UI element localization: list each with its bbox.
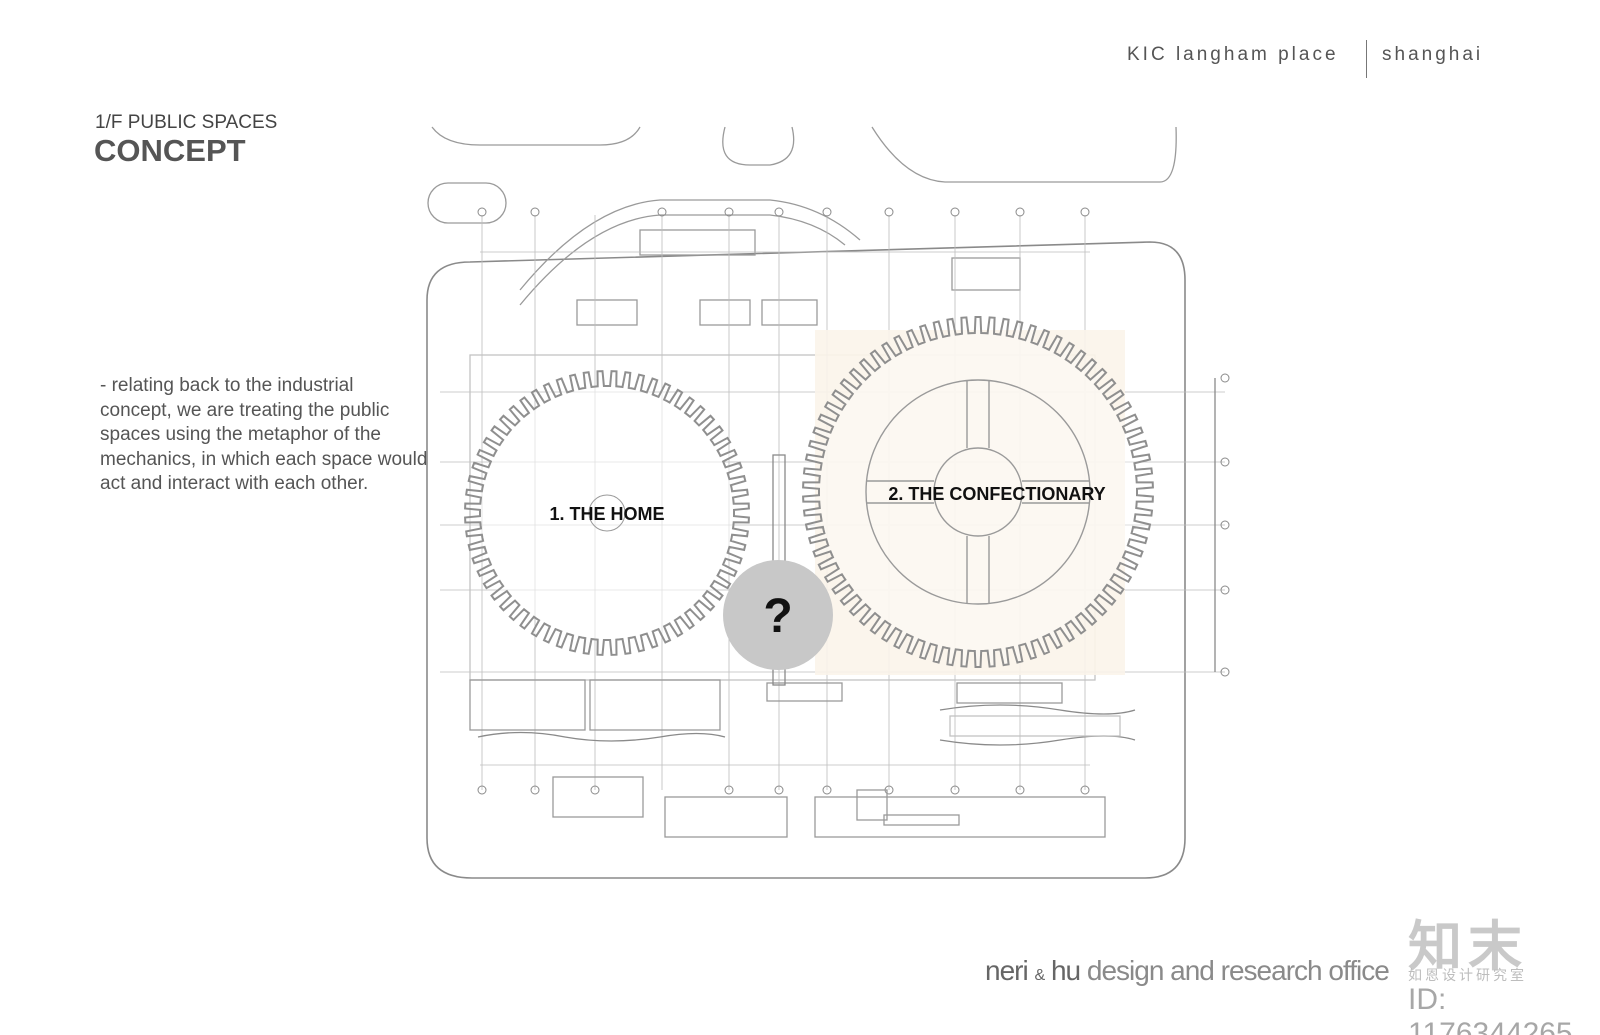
watermark-id: ID: 1176344265 [1408,983,1573,1035]
footer-firm-name: neri [985,955,1029,986]
header-divider [1366,40,1367,78]
footer-ampersand: & [1034,967,1045,984]
concept-description: - relating back to the industrial concep… [100,375,428,494]
confectionary-hub [933,447,1023,537]
unknown-space-label: ? [763,590,792,643]
unknown-space-disc [723,560,833,670]
section-label: 1/F PUBLIC SPACES [95,112,278,133]
city-name: shanghai [1382,44,1484,65]
footer-credit: neri & hu design and research office [985,955,1390,987]
confectionary-gear: 2. THE CONFECTIONARY [802,316,1154,668]
home-gear-label: 1. THE HOME [549,504,664,524]
footer-firm-name-2: hu [1050,955,1081,986]
watermark-subtitle: 如恩设计研究室 [1408,967,1527,983]
watermark-brand: 知末 [1408,917,1528,977]
confectionary-gear-label: 2. THE CONFECTIONARY [888,484,1105,504]
confectionary-inner-ring [865,379,1091,605]
unknown-space: ? [723,560,833,670]
page-title: CONCEPT [94,133,246,168]
project-name: KIC langham place [1127,44,1339,65]
home-gear: 1. THE HOME [464,370,750,656]
footer-office: design and research office [1086,955,1390,986]
